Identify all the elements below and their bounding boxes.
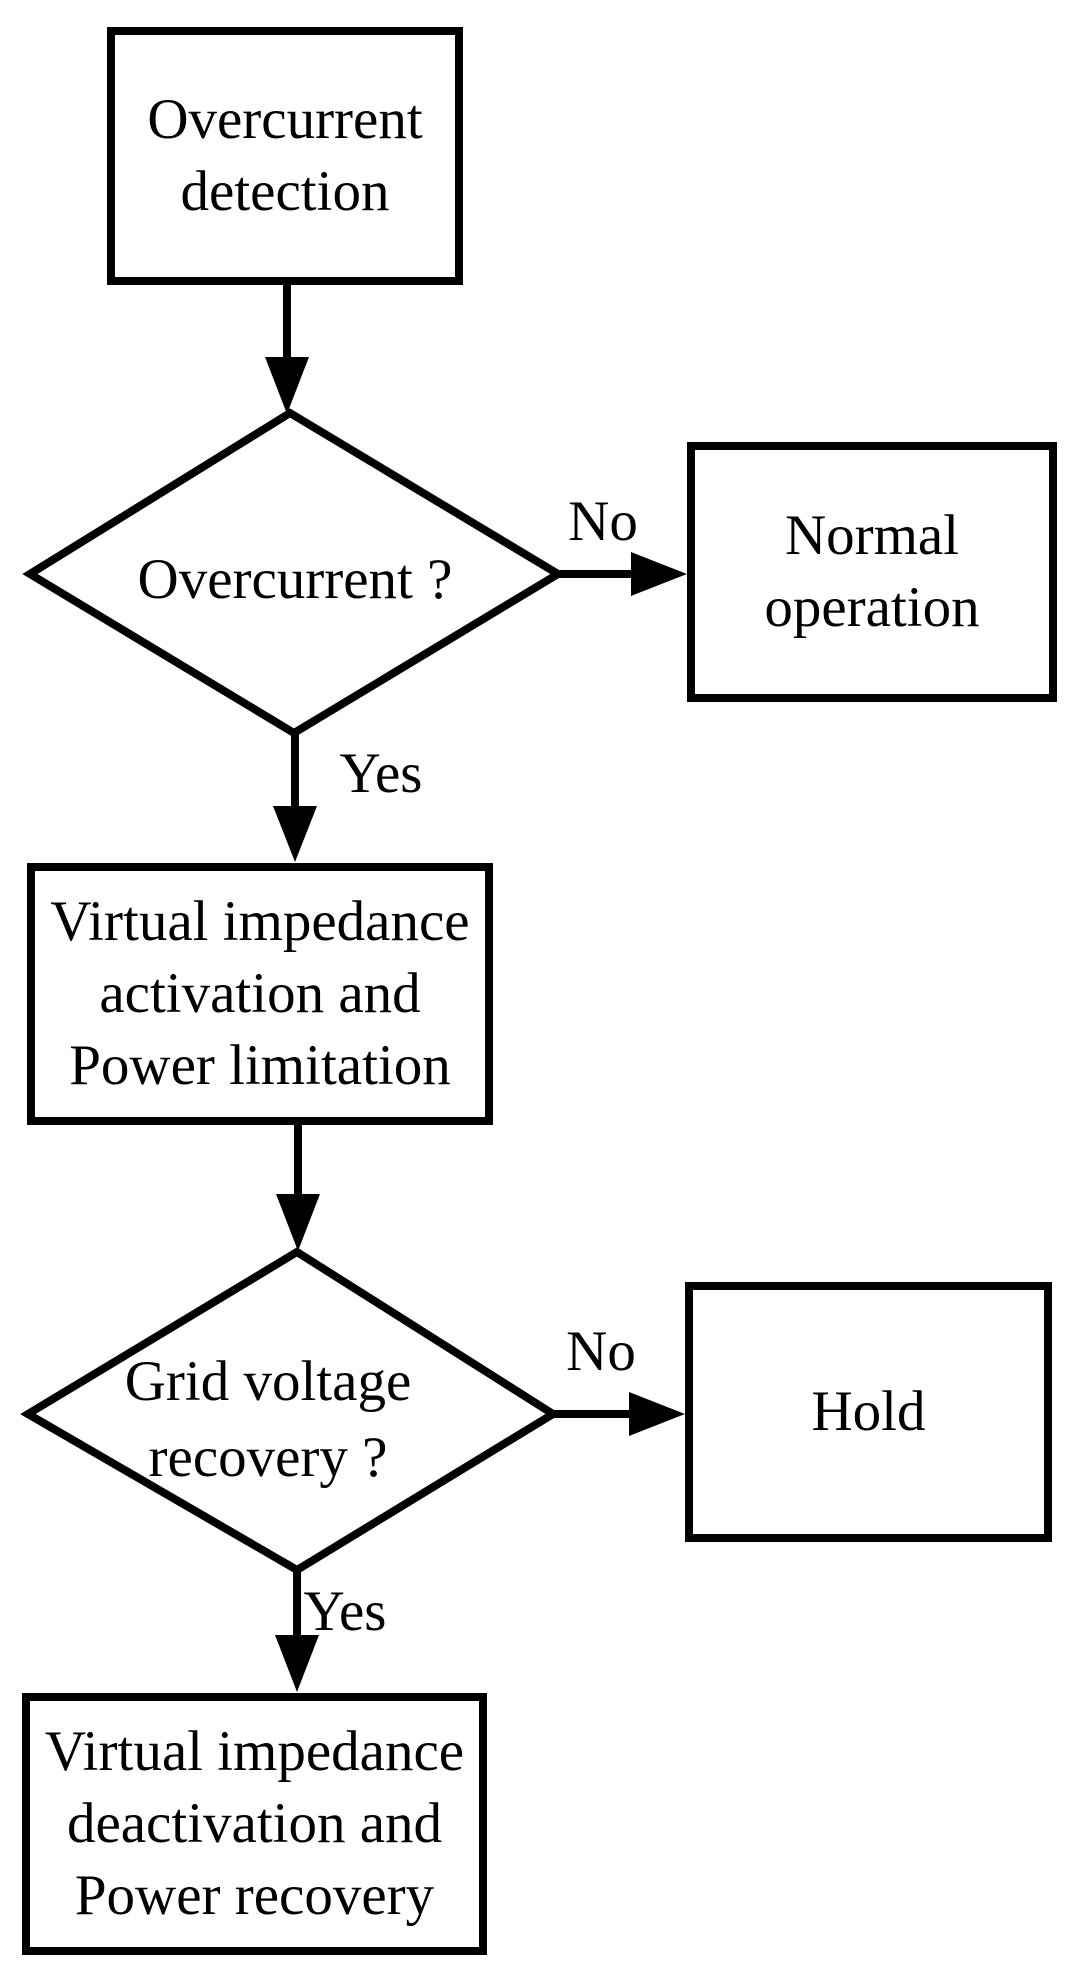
edge-label-yes-decision1: Yes bbox=[339, 742, 423, 805]
node-label-line: Virtual impedance bbox=[44, 1720, 465, 1783]
node-label-line: activation and bbox=[99, 962, 421, 1025]
node-label-line: Virtual impedance bbox=[50, 890, 470, 953]
node-label-line: deactivation and bbox=[66, 1792, 443, 1855]
node-label-line: Power limitation bbox=[69, 1034, 451, 1097]
node-label-line: recovery ? bbox=[148, 1426, 388, 1489]
node-hold: Hold bbox=[685, 1282, 1052, 1542]
node-label-line: Hold bbox=[811, 1380, 926, 1443]
flow-arrowhead-decision2-yes bbox=[275, 1635, 319, 1692]
flow-arrowhead-decision1-yes bbox=[273, 806, 317, 862]
node-label-decision-overcurrent: Overcurrent ? bbox=[138, 542, 453, 618]
node-label-line: Grid voltage bbox=[124, 1350, 412, 1413]
flow-arrowhead-decision2-no bbox=[629, 1392, 685, 1436]
node-label-line: Overcurrent ? bbox=[137, 548, 453, 611]
node-label-line: operation bbox=[764, 576, 980, 639]
node-virtual-impedance-activation: Virtual impedance activation and Power l… bbox=[27, 863, 493, 1125]
edge-label-yes-decision2: Yes bbox=[303, 1580, 387, 1643]
flow-arrowhead-start-to-decision1 bbox=[265, 357, 309, 414]
node-label-line: Power recovery bbox=[74, 1864, 435, 1927]
node-label-line: Normal bbox=[784, 504, 960, 567]
node-virtual-impedance-deactivation: Virtual impedance deactivation and Power… bbox=[22, 1693, 487, 1955]
node-label-line: detection bbox=[180, 160, 390, 223]
node-label-decision-grid-voltage: Grid voltage recovery ? bbox=[125, 1344, 412, 1496]
edge-label-no-decision1: No bbox=[568, 490, 638, 553]
node-normal-operation: Normal operation bbox=[687, 442, 1057, 702]
edge-label-no-decision2: No bbox=[566, 1320, 636, 1383]
flow-arrowhead-decision1-no bbox=[631, 552, 687, 596]
node-label-line: Overcurrent bbox=[147, 88, 423, 151]
flow-arrowhead-process1-to-decision2 bbox=[276, 1194, 320, 1251]
node-overcurrent-detection: Overcurrent detection bbox=[107, 27, 463, 285]
